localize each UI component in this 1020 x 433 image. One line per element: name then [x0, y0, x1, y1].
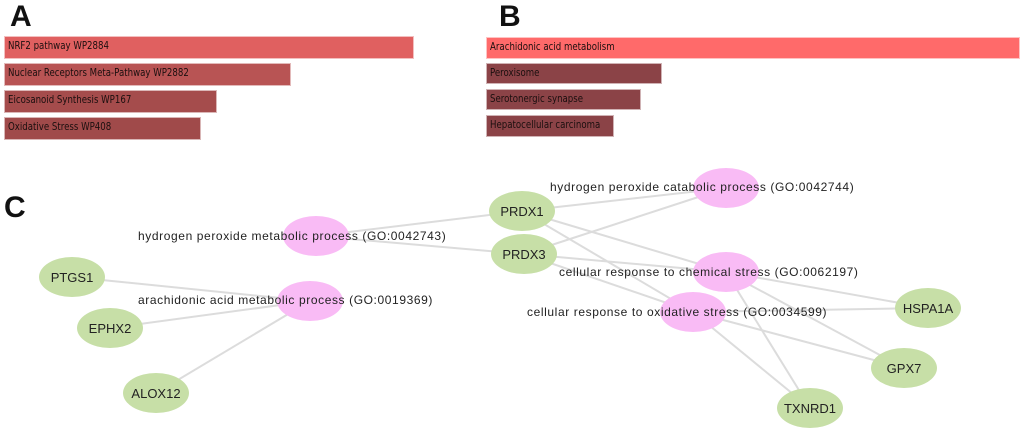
network-edge: [521, 210, 694, 313]
go-term-node: [693, 252, 759, 292]
go-term-label: hydrogen peroxide catabolic process (GO:…: [550, 180, 854, 194]
panel-a-letter: A: [10, 0, 32, 33]
network-edge: [315, 210, 523, 237]
pathway-b-bar-label: Arachidonic acid metabolism: [490, 41, 615, 53]
gene-node-label: GPX7: [887, 361, 922, 376]
network-edge: [692, 311, 905, 369]
network-edge: [725, 271, 905, 369]
edge-layer: [71, 187, 929, 409]
pathway-b-bar: Peroxisome: [486, 63, 662, 84]
network-edge: [521, 187, 727, 212]
pathway-a-bar-label: NRF2 pathway WP2884: [8, 40, 109, 52]
gene-node-label: PRDX3: [502, 247, 545, 262]
pathway-b-bar: Hepatocellular carcinoma: [486, 115, 614, 137]
go-term-label: cellular response to chemical stress (GO…: [559, 265, 859, 279]
pathway-b-bar: Serotonergic synapse: [486, 89, 641, 110]
gene-node: [77, 308, 143, 348]
network-edge: [523, 253, 727, 273]
gene-node-label: ALOX12: [131, 386, 180, 401]
pathway-b-bar-label: Hepatocellular carcinoma: [490, 119, 601, 131]
pathway-a-bar: Nuclear Receptors Meta-Pathway WP2882: [4, 63, 291, 86]
pathway-b-bar-label: Peroxisome: [490, 67, 540, 79]
pathway-b-bar: Arachidonic acid metabolism: [486, 37, 1020, 59]
gene-node-label: TXNRD1: [784, 401, 836, 416]
gene-node: [489, 191, 555, 231]
gene-node-label: PTGS1: [51, 270, 94, 285]
go-term-node: [277, 281, 343, 321]
pathway-a-bar: NRF2 pathway WP2884: [4, 36, 414, 59]
gene-node: [39, 257, 105, 297]
gene-node: [123, 373, 189, 413]
pathway-a-bar-label: Nuclear Receptors Meta-Pathway WP2882: [8, 67, 189, 79]
network-edge: [315, 235, 525, 255]
gene-node: [777, 388, 843, 428]
network-edge: [109, 300, 311, 329]
gene-node-label: PRDX1: [500, 204, 543, 219]
panel-c-letter: C: [4, 191, 26, 224]
gene-node-label: HSPA1A: [903, 301, 954, 316]
gene-node: [871, 348, 937, 388]
pathway-a-bar: Oxidative Stress WP408: [4, 117, 201, 140]
pathway-b-bar-label: Serotonergic synapse: [490, 93, 584, 105]
panel-b-letter: B: [499, 0, 521, 33]
network-edge: [692, 307, 929, 313]
network-edge: [523, 187, 727, 255]
gene-node-label: EPHX2: [89, 321, 132, 336]
go-term-node: [693, 168, 759, 208]
network-edge: [71, 276, 311, 302]
gene-node: [491, 234, 557, 274]
go-term-label: arachidonic acid metabolic process (GO:0…: [138, 293, 433, 307]
go-term-node: [283, 216, 349, 256]
go-term-label: cellular response to oxidative stress (G…: [527, 305, 827, 319]
gene-node: [895, 288, 961, 328]
go-term-label: hydrogen peroxide metabolic process (GO:…: [138, 229, 446, 243]
pathway-a-bar: Eicosanoid Synthesis WP167: [4, 90, 217, 113]
go-term-node: [660, 292, 726, 332]
network-edge: [725, 271, 811, 409]
network-edge: [521, 210, 727, 273]
pathway-a-bar-label: Eicosanoid Synthesis WP167: [8, 94, 132, 106]
pathway-a-bar-label: Oxidative Stress WP408: [8, 121, 112, 133]
network-edge: [155, 300, 311, 394]
network-edge: [725, 271, 929, 309]
